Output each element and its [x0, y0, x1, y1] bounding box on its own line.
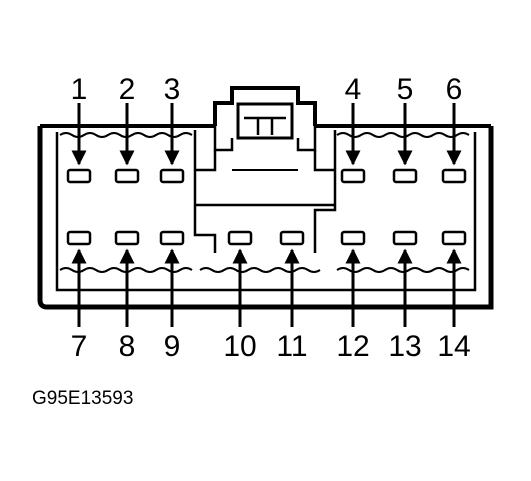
pin-number-label: 8 — [119, 330, 136, 363]
pin-1: 1 — [66, 73, 92, 184]
pin-11: 11 — [276, 230, 308, 363]
pin-number-label: 1 — [71, 73, 88, 106]
pin-12: 12 — [336, 230, 370, 363]
pin-7: 7 — [66, 230, 92, 363]
pin-5: 5 — [392, 73, 418, 184]
figure-code: G95E13593 — [32, 388, 133, 409]
pin-2: 2 — [114, 73, 140, 184]
pin-13: 13 — [388, 230, 422, 363]
pin-10: 10 — [223, 230, 257, 363]
connector-housing — [37, 86, 494, 310]
pin-8: 8 — [114, 230, 140, 363]
pin-number-label: 11 — [276, 330, 307, 363]
pin-number-label: 12 — [336, 330, 369, 363]
pin-6: 6 — [441, 73, 467, 184]
pin-14: 14 — [437, 230, 471, 363]
pin-number-label: 3 — [164, 73, 181, 106]
pin-number-label: 5 — [397, 73, 414, 106]
pin-number-label: 14 — [437, 330, 470, 363]
pin-number-label: 4 — [345, 73, 362, 106]
pin-9: 9 — [159, 230, 185, 363]
pin-number-label: 6 — [446, 73, 463, 106]
pin-4: 4 — [340, 73, 366, 184]
pin-number-label: 9 — [164, 330, 181, 363]
pin-number-label: 13 — [388, 330, 421, 363]
pin-3: 3 — [159, 73, 185, 184]
pin-number-label: 2 — [119, 73, 136, 106]
pin-number-label: 7 — [71, 330, 88, 363]
pin-number-label: 10 — [223, 330, 256, 363]
